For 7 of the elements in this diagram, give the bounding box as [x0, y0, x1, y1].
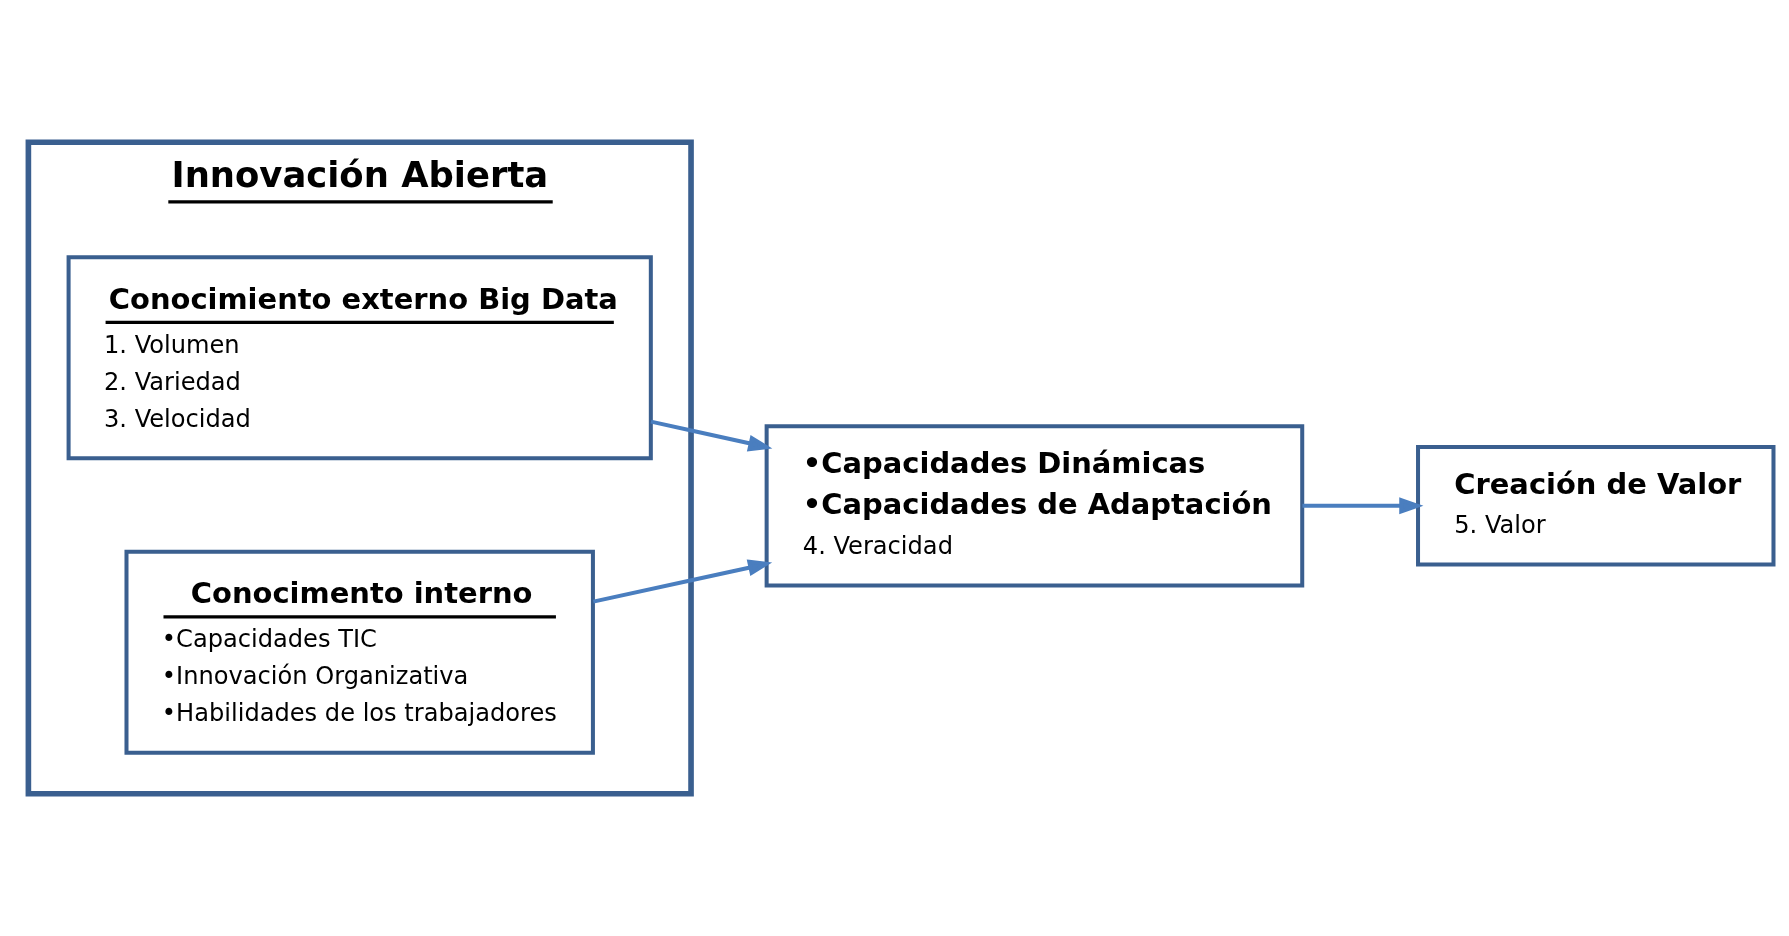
- node-box: Conocimento interno •Capacidades TIC •Innovación Organizativa •Habilidades de los trabajadores: [124, 549, 595, 755]
- node-box: Conocimiento externo Big Data 1. Volumen 2. Variedad 3. Velocidad: [66, 255, 653, 461]
- node-box: •Capacidades Dinámicas •Capacidades de Adaptación 4. Veracidad: [764, 424, 1305, 588]
- arrow: [650, 419, 773, 452]
- node-box: Creación de Valor 5. Valor: [1416, 445, 1776, 567]
- arrow: [1302, 497, 1424, 515]
- arrow: [592, 559, 773, 604]
